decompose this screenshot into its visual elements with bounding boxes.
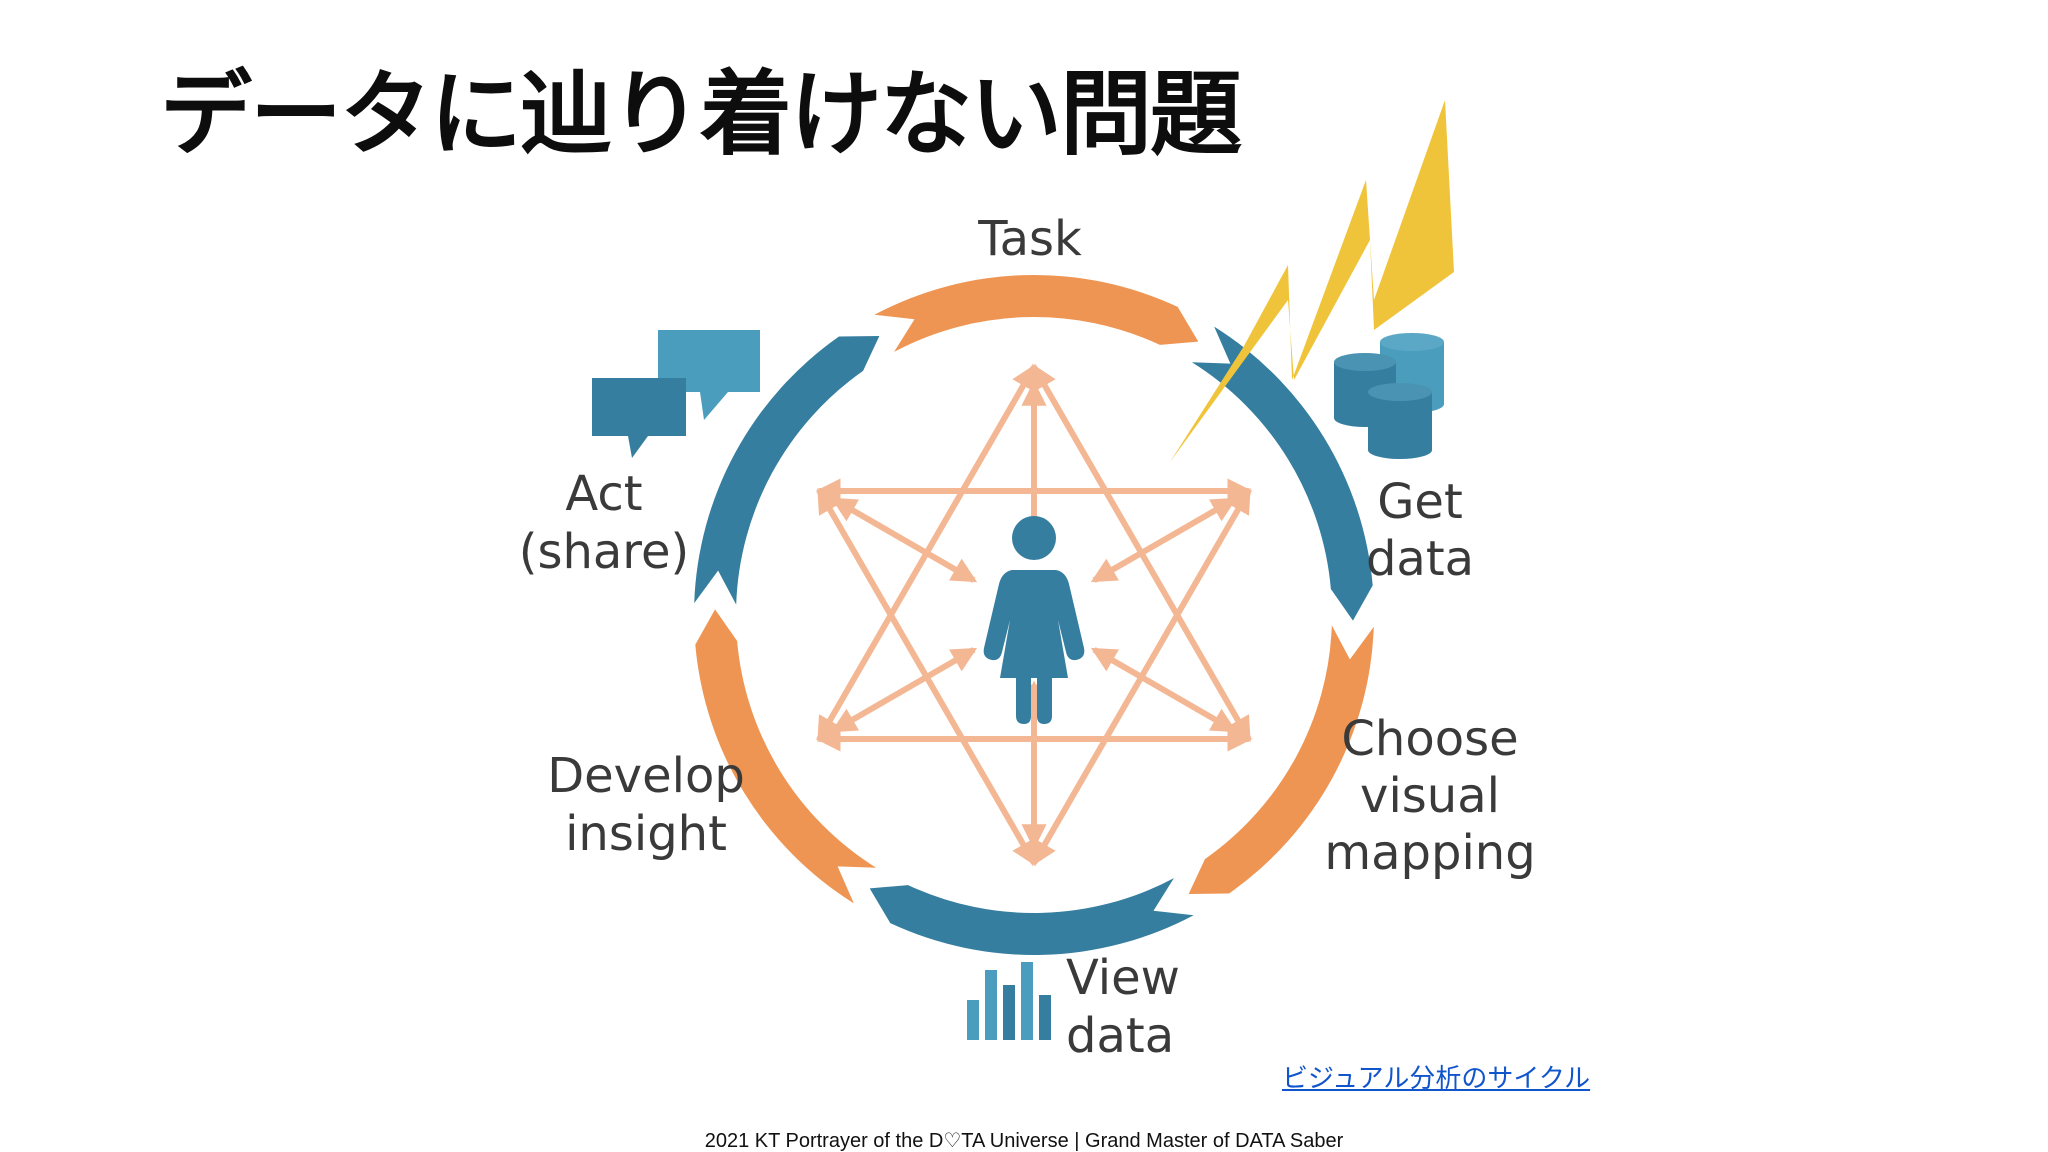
label-choose-line3: mapping (1324, 825, 1535, 881)
label-act-line2: (share) (519, 524, 690, 580)
arc-choose-mapping (1188, 625, 1374, 895)
spoke-arrow (830, 647, 978, 733)
spoke-arrow (1090, 497, 1238, 583)
bar-chart-icon (967, 962, 1051, 1040)
slide-footer: 2021 KT Portrayer of the D♡TA Universe |… (704, 1130, 1344, 1152)
label-view-line1: View (1066, 950, 1180, 1006)
spoke-arrow (830, 497, 978, 583)
database-icon (1334, 333, 1444, 459)
label-get-data-line2: data (1366, 531, 1474, 587)
label-act-line1: Act (565, 466, 642, 522)
label-develop-line1: Develop (547, 748, 745, 804)
star-of-arrows (815, 363, 1253, 867)
label-develop-line2: insight (565, 806, 727, 862)
speech-bubbles-icon (592, 330, 760, 458)
arc-get-data (1191, 326, 1373, 621)
lightning-bolt-icon (1170, 100, 1454, 462)
spoke-arrow (1090, 647, 1238, 733)
label-choose-line1: Choose (1341, 711, 1518, 767)
slide-title: データに辿り着けない問題 (160, 61, 1242, 168)
label-get-data-line1: Get (1377, 474, 1463, 530)
arc-act (694, 335, 880, 605)
label-view-line2: data (1066, 1008, 1174, 1064)
arc-task (874, 275, 1199, 352)
visual-analysis-cycle-link[interactable]: ビジュアル分析のサイクル (1282, 1063, 1591, 1093)
cycle-ring (694, 275, 1374, 955)
label-choose-line2: visual (1360, 768, 1500, 824)
arc-develop-insight (695, 609, 877, 904)
arc-view-data (869, 878, 1194, 955)
label-task: Task (977, 211, 1082, 267)
person-icon (983, 516, 1085, 724)
